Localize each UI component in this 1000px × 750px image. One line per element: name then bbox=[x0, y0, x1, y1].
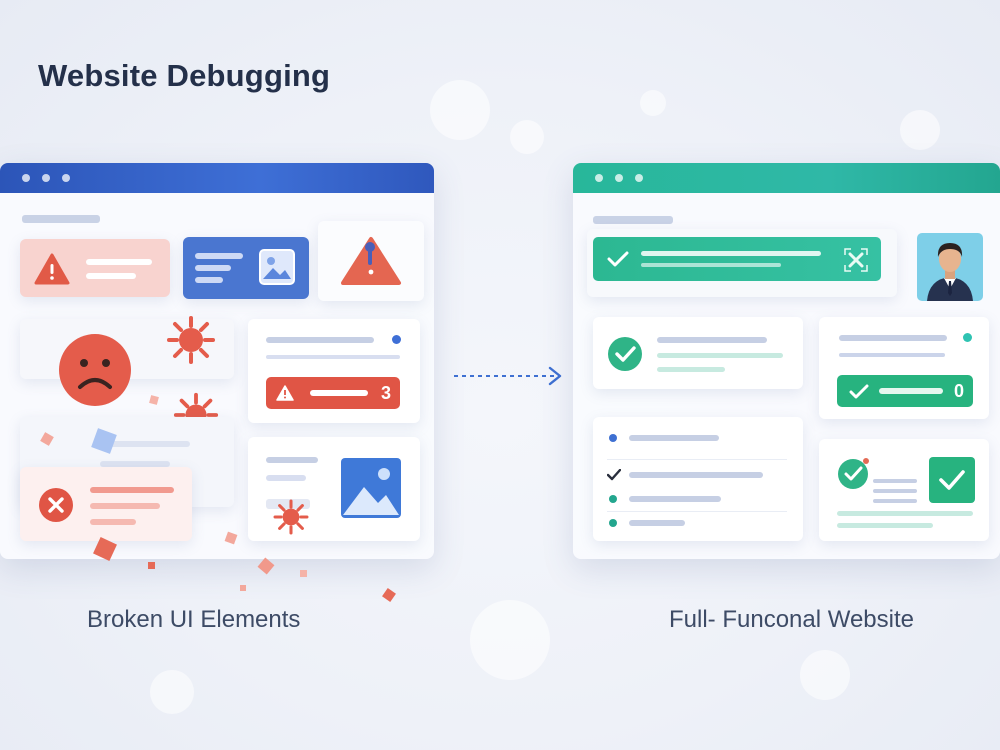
popup-line bbox=[90, 503, 160, 509]
success-status-card bbox=[593, 317, 803, 389]
check-icon bbox=[607, 251, 629, 267]
check-icon bbox=[607, 469, 621, 481]
success-count-pill: 0 bbox=[837, 375, 973, 407]
window-dot bbox=[615, 174, 623, 182]
card-line bbox=[837, 523, 933, 528]
warning-icon bbox=[276, 385, 294, 401]
success-banner-card bbox=[587, 229, 897, 297]
banner-line bbox=[641, 263, 781, 267]
warning-icon bbox=[34, 253, 70, 285]
broken-warning-banner bbox=[20, 239, 170, 297]
user-avatar bbox=[917, 233, 983, 301]
error-count: 0 bbox=[954, 381, 965, 401]
list-bullet bbox=[609, 434, 617, 442]
working-window-titlebar bbox=[573, 163, 1000, 193]
broken-media-card bbox=[248, 437, 420, 541]
sad-face-icon bbox=[59, 334, 131, 406]
success-counter-card: 0 bbox=[819, 317, 989, 419]
check-icon bbox=[849, 384, 869, 399]
close-icon bbox=[844, 248, 868, 272]
checklist-card bbox=[593, 417, 803, 541]
popup-line bbox=[90, 487, 174, 493]
list-bullet bbox=[609, 495, 617, 503]
header-placeholder-bar bbox=[593, 216, 673, 224]
banner-line bbox=[641, 251, 821, 256]
card-line bbox=[873, 479, 917, 483]
error-x-icon bbox=[39, 488, 73, 522]
window-dot bbox=[635, 174, 643, 182]
error-count-pill: 3 bbox=[266, 377, 400, 409]
pill-line bbox=[879, 388, 943, 394]
window-dot bbox=[42, 174, 50, 182]
image-icon bbox=[259, 249, 295, 285]
bug-icon bbox=[173, 392, 219, 438]
window-dot bbox=[595, 174, 603, 182]
card-line bbox=[873, 499, 917, 503]
bug-icon bbox=[273, 499, 309, 535]
broken-website-window: 3 bbox=[0, 163, 434, 559]
check-icon bbox=[929, 457, 975, 503]
card-line bbox=[100, 441, 190, 447]
progress-bar bbox=[839, 353, 945, 357]
banner-line bbox=[86, 259, 152, 265]
broken-caption: Broken UI Elements bbox=[87, 606, 301, 633]
banner-line bbox=[86, 273, 136, 279]
card-line bbox=[195, 253, 243, 259]
card-line bbox=[266, 499, 310, 509]
list-bullet bbox=[609, 519, 617, 527]
list-item bbox=[629, 496, 721, 502]
error-popup bbox=[20, 467, 192, 541]
card-line bbox=[873, 489, 917, 493]
success-banner bbox=[593, 237, 881, 281]
progress-bar bbox=[266, 355, 400, 359]
card-line bbox=[657, 367, 725, 372]
bug-icon bbox=[167, 316, 215, 364]
check-icon bbox=[608, 337, 642, 371]
image-icon bbox=[341, 458, 401, 518]
card-line bbox=[195, 265, 231, 271]
status-dot bbox=[963, 333, 972, 342]
window-dot bbox=[22, 174, 30, 182]
list-item bbox=[629, 520, 685, 526]
list-item bbox=[629, 435, 719, 441]
list-item bbox=[629, 472, 763, 478]
card-line bbox=[100, 461, 170, 467]
success-media-card bbox=[819, 439, 989, 541]
working-caption: Full‐ Funconal Website bbox=[669, 606, 914, 633]
card-line bbox=[266, 337, 374, 343]
pill-line bbox=[310, 390, 368, 396]
card-line bbox=[266, 475, 306, 481]
popup-line bbox=[90, 519, 136, 525]
card-line bbox=[266, 457, 318, 463]
broken-alert-card bbox=[318, 221, 424, 301]
card-line bbox=[657, 337, 767, 343]
alert-triangle-icon bbox=[341, 237, 401, 285]
header-placeholder-bar bbox=[22, 215, 100, 223]
page-title: Website Debugging bbox=[38, 58, 331, 93]
broken-window-titlebar bbox=[0, 163, 434, 193]
error-count: 3 bbox=[381, 383, 392, 403]
arrow-right-icon bbox=[454, 366, 562, 386]
window-dot bbox=[62, 174, 70, 182]
broken-image-card bbox=[183, 237, 309, 299]
working-website-window: 0 bbox=[573, 163, 1000, 559]
card-line bbox=[837, 511, 973, 516]
check-icon bbox=[838, 458, 869, 489]
card-line bbox=[195, 277, 223, 283]
card-line bbox=[657, 353, 783, 358]
card-line bbox=[839, 335, 947, 341]
error-status-card: 3 bbox=[248, 319, 420, 423]
status-dot bbox=[392, 335, 401, 344]
